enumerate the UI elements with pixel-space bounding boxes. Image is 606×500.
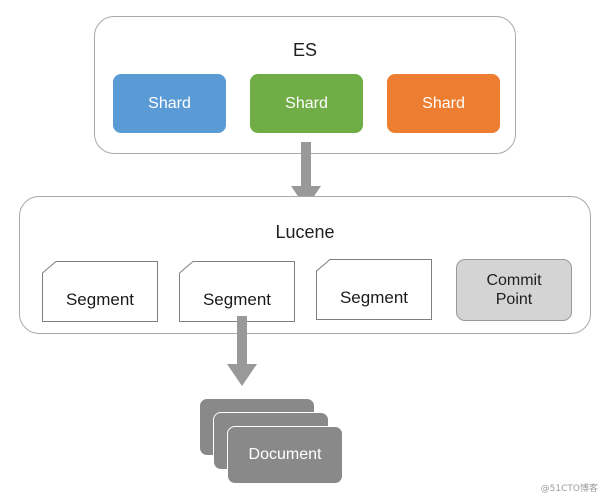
shard-orange: Shard [387, 74, 500, 133]
segment-label: Segment [339, 288, 409, 307]
segment-document-shape [42, 261, 158, 322]
segment-label: Segment [65, 290, 135, 309]
commit-point-line2: Point [495, 291, 533, 308]
arrow-segment-to-document [227, 316, 257, 386]
shard-blue: Shard [113, 74, 226, 133]
commit-point: Commit Point [456, 259, 572, 321]
commit-point-line1: Commit [486, 272, 542, 289]
watermark: @51CTO博客 [540, 484, 598, 494]
document-card-front: Document [227, 426, 343, 484]
document-label: Document [248, 446, 322, 463]
es-title: ES [292, 40, 317, 60]
segment-document-shape [316, 259, 432, 320]
segment-label: Segment [202, 290, 272, 309]
lucene-title: Lucene [275, 222, 335, 242]
commit-point-label: Commit Point [486, 271, 541, 309]
segment-2: Segment [179, 261, 295, 322]
segment-3: Segment [316, 259, 432, 320]
shard-green: Shard [250, 74, 363, 133]
segment-1: Segment [42, 261, 158, 322]
